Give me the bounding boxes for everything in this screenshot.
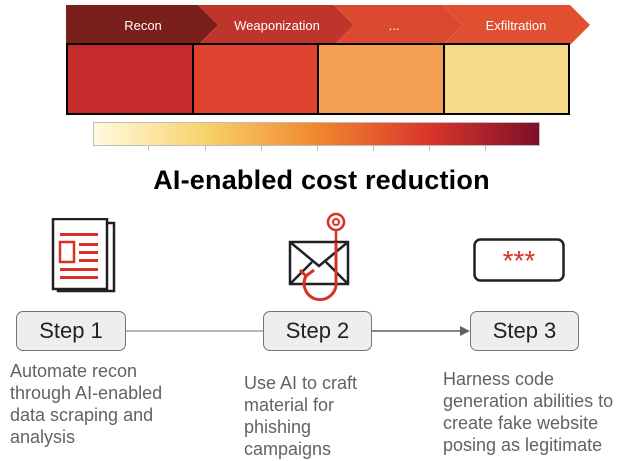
step-2-description-line: material for: [244, 395, 335, 415]
scale-tick: [317, 146, 318, 151]
step-1-box: Step 1: [16, 311, 126, 351]
scale-tick: [429, 146, 430, 151]
password-mask-text: ***: [503, 245, 536, 276]
heat-cell-ellipsis: [319, 45, 445, 113]
scale-tick: [261, 146, 262, 151]
step-2-description-line: campaigns: [244, 439, 332, 459]
step-2-description-line: Use AI to craft: [244, 373, 358, 393]
step-3-description: Harness code generation abilities to cre…: [443, 368, 613, 456]
heat-cell-exfiltration: [444, 45, 568, 113]
phase-chevron-weaponization: [198, 5, 354, 45]
step-1-description: Automate recon through AI-enabled data s…: [10, 360, 162, 448]
phase-label-weaponization: Weaponization: [234, 18, 320, 33]
step-2-description: Use AI to craft material for phishing ca…: [244, 372, 357, 460]
cost-gradient-scale: [93, 122, 540, 146]
step-3-box: Step 3: [470, 311, 579, 351]
step-3-description-line: create fake website: [443, 413, 599, 433]
phase-chevron-ellipsis: [334, 5, 463, 45]
scale-tick: [148, 146, 149, 151]
step-1-description-line: data scraping and: [10, 405, 154, 425]
step-2-box: Step 2: [263, 311, 372, 351]
step-1-description-line: Automate recon: [10, 361, 138, 381]
phase-label-ellipsis: ...: [389, 18, 400, 33]
step-2-description-line: phishing: [244, 417, 312, 437]
scale-tick: [373, 146, 374, 151]
scale-tick: [205, 146, 206, 151]
step-3-description-line: Harness code: [443, 369, 555, 389]
phase-chevron-recon: [66, 5, 218, 45]
phase-chevron-bar: Recon Weaponization ... Exfiltration: [66, 5, 590, 45]
phase-chevron-exfiltration: [443, 5, 590, 45]
phishing-email-icon: [288, 212, 350, 302]
document-icon: [51, 218, 116, 293]
phase-label-exfiltration: Exfiltration: [486, 18, 547, 33]
step-1-description-line: analysis: [10, 427, 76, 447]
step-3-description-line: generation abilities to: [443, 391, 614, 411]
heat-cell-recon: [68, 45, 194, 113]
step-1-description-line: through AI-enabled: [10, 383, 163, 403]
password-field-icon: ***: [473, 238, 565, 282]
scale-tick: [485, 146, 486, 151]
cost-heat-row: [66, 43, 570, 115]
diagram-title: AI-enabled cost reduction: [153, 165, 490, 195]
phase-label-recon: Recon: [124, 18, 162, 33]
heat-cell-weaponization: [193, 45, 319, 113]
step-3-description-line: posing as legitimate: [443, 435, 603, 455]
